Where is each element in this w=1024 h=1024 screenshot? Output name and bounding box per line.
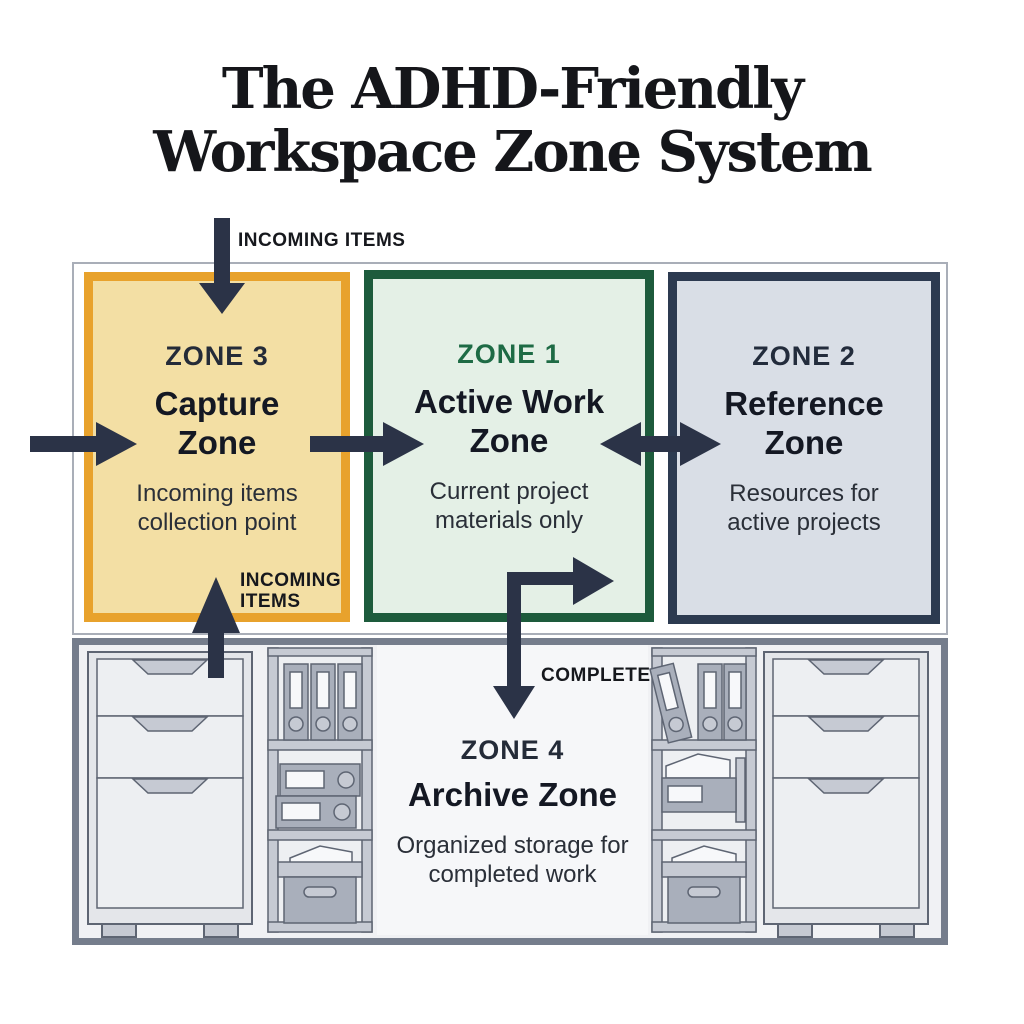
right-shelf-unit xyxy=(649,647,757,933)
zone-capture-description: Incoming items collection point xyxy=(136,479,298,537)
zone-reference-description: Resources for active projects xyxy=(727,479,881,537)
incoming-items-top-label: INCOMING ITEMS xyxy=(238,230,406,251)
complete-label: COMPLETE xyxy=(541,665,651,686)
incoming-items-bottom-label: INCOMING ITEMS xyxy=(240,570,342,613)
zone-reference-card: ZONE 2 Reference Zone Resources for acti… xyxy=(668,272,940,624)
zone-capture-card: ZONE 3 Capture Zone Incoming items colle… xyxy=(84,272,350,622)
page-title-line1: The ADHD-Friendly xyxy=(221,56,804,122)
zone-archive-number: ZONE 4 xyxy=(460,735,565,765)
stacked-cases xyxy=(275,763,361,829)
zone-capture-title: Capture Zone xyxy=(154,385,280,461)
page-title: The ADHD-Friendly Workspace Zone System xyxy=(0,58,1024,183)
binders-tilted xyxy=(649,662,747,744)
archive-furniture-illustration xyxy=(87,647,929,938)
left-file-cabinet xyxy=(87,651,253,938)
right-file-cabinet xyxy=(763,651,929,938)
zone-active-work-number: ZONE 1 xyxy=(457,339,561,369)
zone-archive-card: ZONE 4 Archive Zone Organized storage fo… xyxy=(377,645,648,935)
page-title-line2: Workspace Zone System xyxy=(153,118,872,185)
zone-active-work-card: ZONE 1 Active Work Zone Current project … xyxy=(364,270,654,622)
binders-upright xyxy=(283,663,363,741)
zone-capture-number: ZONE 3 xyxy=(165,341,269,371)
zone-archive-title: Archive Zone xyxy=(407,776,618,813)
box-with-papers xyxy=(661,753,746,823)
zone-reference-title: Reference Zone xyxy=(724,385,884,461)
zone-archive-description: Organized storage for completed work xyxy=(396,831,629,889)
left-shelf-unit xyxy=(267,647,373,933)
storage-box xyxy=(277,845,363,924)
zone-active-work-description: Current project materials only xyxy=(429,477,589,535)
storage-box xyxy=(661,845,747,924)
zone-active-work-title: Active Work Zone xyxy=(413,383,605,459)
zone-reference-number: ZONE 2 xyxy=(752,341,856,371)
